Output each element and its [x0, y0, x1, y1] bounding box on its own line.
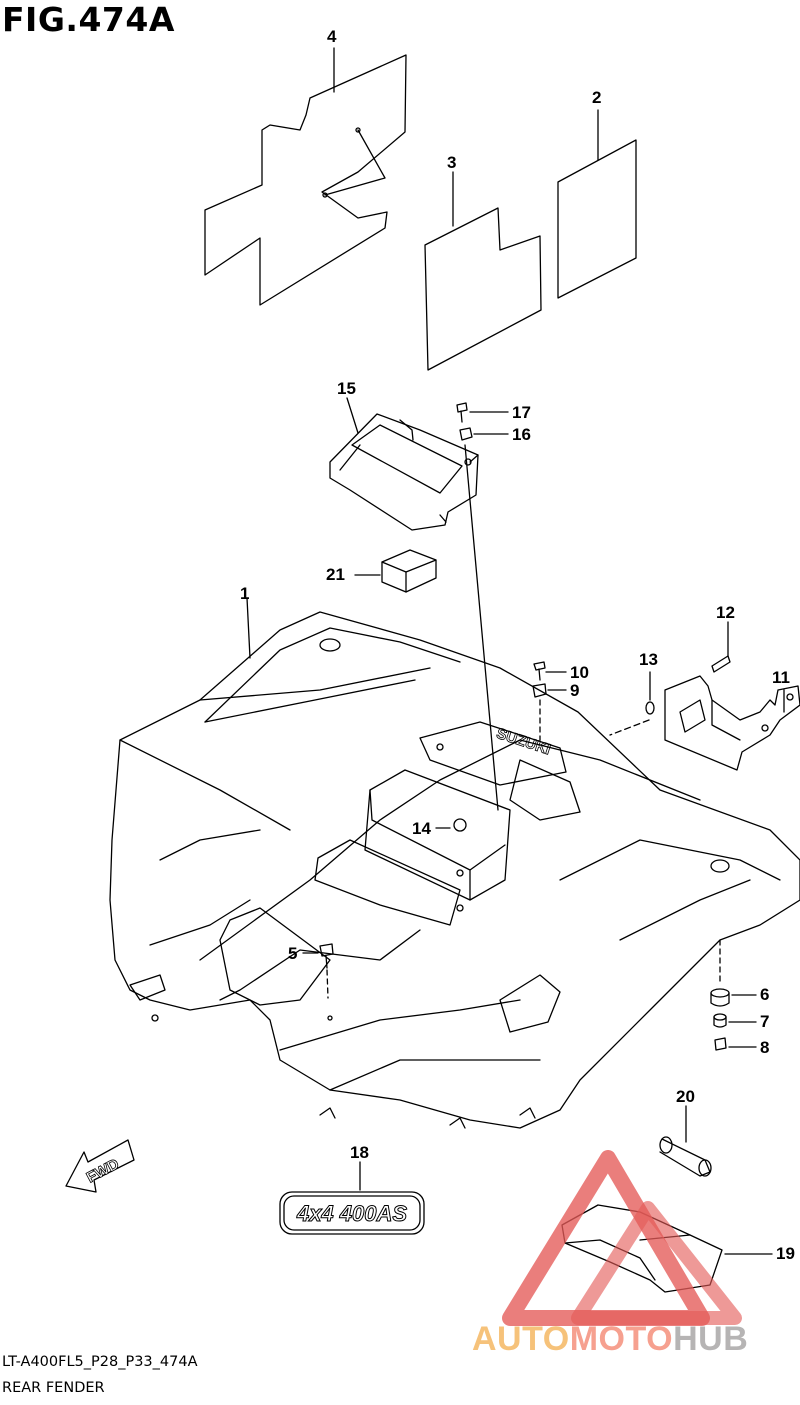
screw-17-shape: [456, 402, 468, 423]
tray-15-shape: [329, 413, 479, 531]
assembly-line-16: [464, 444, 499, 811]
figure-name: REAR FENDER: [2, 1380, 105, 1396]
watermark-moto: MOTO: [569, 1320, 674, 1358]
callout-13: 13: [639, 650, 658, 669]
callout-10: 10: [570, 663, 589, 682]
watermark-logo-icon: [502, 1150, 742, 1326]
nut-16-shape: [459, 427, 473, 441]
callout-1: 1: [240, 584, 250, 603]
fender-logo-text: SUZUKI: [494, 725, 552, 758]
watermark-hub: HUB: [673, 1320, 749, 1358]
collar-7-shape: [713, 1013, 727, 1028]
figure-code: LT-A400FL5_P28_P33_474A: [2, 1354, 198, 1370]
callout-21: 21: [326, 565, 345, 584]
callout-7: 7: [760, 1012, 770, 1031]
watermark-text: AUTOMOTOHUB: [472, 1320, 748, 1359]
decal-4-shape: [204, 54, 407, 306]
callout-14: 14: [412, 819, 431, 838]
bracket-11-shape: [664, 675, 800, 771]
leader-line-1: [246, 597, 251, 659]
fwd-arrow-icon: [65, 1139, 135, 1193]
callout-18: 18: [350, 1143, 369, 1162]
washer-13-shape: [645, 701, 655, 715]
assembly-line-11: [609, 719, 650, 736]
callout-8: 8: [760, 1038, 770, 1057]
emblem-18-shape: [279, 1191, 425, 1235]
screw-10-shape: [533, 661, 546, 681]
callout-11: 11: [772, 668, 790, 687]
leader-line-15: [346, 397, 359, 434]
assembly-line-5: [326, 969, 329, 999]
fender-1-shape: [109, 611, 800, 1129]
callout-4: 4: [327, 27, 337, 46]
decal-2-shape: [557, 139, 637, 299]
pad-21-shape: [381, 549, 437, 593]
decal-3-shape: [424, 207, 542, 371]
callout-20: 20: [676, 1087, 695, 1106]
watermark-auto: AUTO: [472, 1320, 570, 1358]
grommet-6-shape: [710, 988, 730, 1007]
callout-6: 6: [760, 985, 770, 1004]
callout-15: 15: [337, 379, 356, 398]
callout-3: 3: [447, 153, 457, 172]
screw-12-shape: [711, 655, 731, 673]
figure-title: FIG.474A: [2, 0, 175, 39]
callout-19: 19: [776, 1244, 795, 1263]
callout-17: 17: [512, 403, 531, 422]
callout-5: 5: [288, 944, 298, 963]
callout-2: 2: [592, 88, 602, 107]
callout-9: 9: [570, 681, 580, 700]
bolt-5-shape: [319, 943, 334, 969]
fwd-arrow-label: FWD: [84, 1155, 122, 1186]
callout-12: 12: [716, 603, 735, 622]
emblem-text: 4x4 400AS: [296, 1201, 407, 1226]
bolt-8-shape: [714, 1037, 727, 1051]
pin-20-shape: [659, 1136, 712, 1177]
callout-16: 16: [512, 425, 531, 444]
